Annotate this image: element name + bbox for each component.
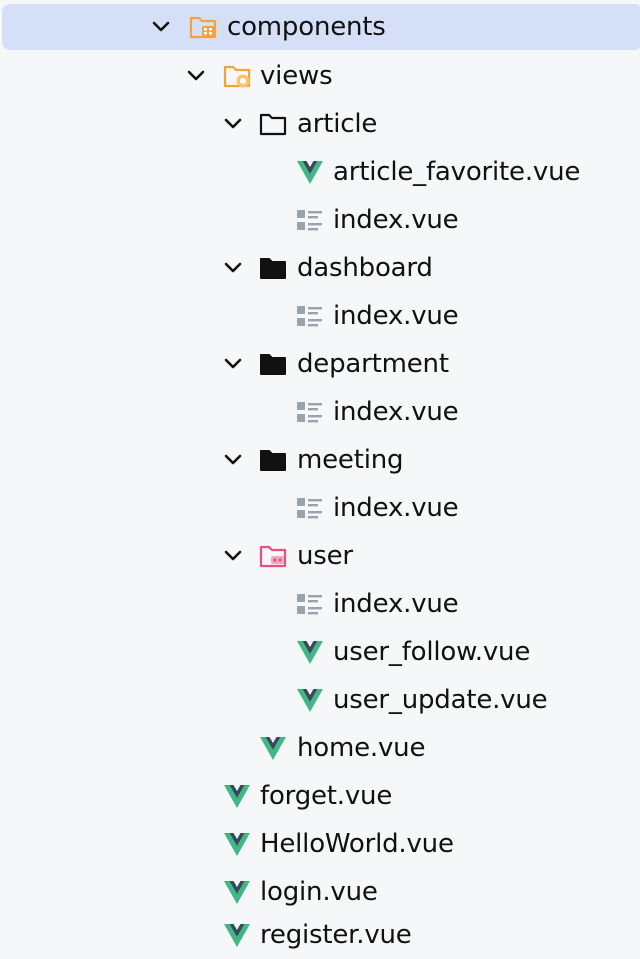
- tree-item-home[interactable]: home.vue: [0, 724, 640, 772]
- tree-item-meeting-index[interactable]: index.vue: [0, 484, 640, 532]
- tree-item-label: components: [227, 12, 386, 42]
- tree-item-label: user_update.vue: [333, 685, 548, 715]
- chevron-down-icon[interactable]: [220, 543, 246, 569]
- tree-item-department-index[interactable]: index.vue: [0, 388, 640, 436]
- list-file-icon: [297, 210, 322, 231]
- tree-item-label: article_favorite.vue: [333, 157, 581, 187]
- tree-item-label: department: [297, 349, 449, 379]
- tree-item-register[interactable]: register.vue: [0, 911, 640, 959]
- vue-file-icon: [224, 881, 250, 904]
- tree-item-label: forget.vue: [260, 781, 393, 811]
- list-file-icon: [297, 498, 322, 519]
- tree-item-label: register.vue: [260, 920, 412, 950]
- vue-file-icon: [224, 785, 250, 808]
- tree-item-components[interactable]: components: [2, 4, 640, 50]
- tree-item-label: login.vue: [260, 877, 378, 907]
- tree-item-label: user_follow.vue: [333, 637, 531, 667]
- tree-item-user-index[interactable]: index.vue: [0, 580, 640, 628]
- tree-item-label: index.vue: [333, 301, 459, 331]
- list-file-icon: [297, 402, 322, 423]
- tree-item-label: dashboard: [297, 253, 433, 283]
- vue-file-icon: [260, 737, 286, 760]
- folder-solid-icon: [260, 354, 286, 375]
- tree-item-article-index[interactable]: index.vue: [0, 196, 640, 244]
- tree-item-label: article: [297, 109, 378, 139]
- tree-item-label: views: [260, 61, 333, 91]
- folder-components-icon: [189, 16, 217, 39]
- list-file-icon: [297, 306, 322, 327]
- chevron-down-icon[interactable]: [220, 351, 246, 377]
- chevron-down-icon[interactable]: [183, 63, 209, 89]
- chevron-down-icon[interactable]: [220, 255, 246, 281]
- vue-file-icon: [224, 924, 250, 947]
- tree-item-label: index.vue: [333, 397, 459, 427]
- tree-item-label: index.vue: [333, 589, 459, 619]
- tree-item-views[interactable]: views: [0, 52, 640, 100]
- chevron-down-icon[interactable]: [220, 111, 246, 137]
- tree-item-label: index.vue: [333, 205, 459, 235]
- tree-item-login[interactable]: login.vue: [0, 868, 640, 916]
- tree-item-label: meeting: [297, 445, 404, 475]
- tree-item-article-favorite[interactable]: article_favorite.vue: [0, 148, 640, 196]
- tree-item-user-update[interactable]: user_update.vue: [0, 676, 640, 724]
- tree-item-user-follow[interactable]: user_follow.vue: [0, 628, 640, 676]
- folder-solid-icon: [260, 450, 286, 471]
- tree-item-dashboard[interactable]: dashboard: [0, 244, 640, 292]
- tree-item-label: index.vue: [333, 493, 459, 523]
- tree-item-label: user: [297, 541, 353, 571]
- vue-file-icon: [224, 833, 250, 856]
- tree-item-label: HelloWorld.vue: [260, 829, 454, 859]
- chevron-down-icon[interactable]: [220, 447, 246, 473]
- folder-solid-icon: [260, 258, 286, 279]
- vue-file-icon: [297, 689, 323, 712]
- chevron-down-icon[interactable]: [148, 14, 174, 40]
- tree-item-meeting[interactable]: meeting: [0, 436, 640, 484]
- tree-item-label: home.vue: [297, 733, 426, 763]
- list-file-icon: [297, 594, 322, 615]
- folder-outline-icon: [259, 113, 287, 136]
- vue-file-icon: [297, 641, 323, 664]
- tree-item-department[interactable]: department: [0, 340, 640, 388]
- folder-user-icon: [259, 545, 287, 568]
- folder-views-icon: [223, 65, 251, 88]
- tree-item-dashboard-index[interactable]: index.vue: [0, 292, 640, 340]
- vue-file-icon: [297, 161, 323, 184]
- tree-item-forget[interactable]: forget.vue: [0, 772, 640, 820]
- tree-item-article[interactable]: article: [0, 100, 640, 148]
- tree-item-helloworld[interactable]: HelloWorld.vue: [0, 820, 640, 868]
- tree-item-user[interactable]: user: [0, 532, 640, 580]
